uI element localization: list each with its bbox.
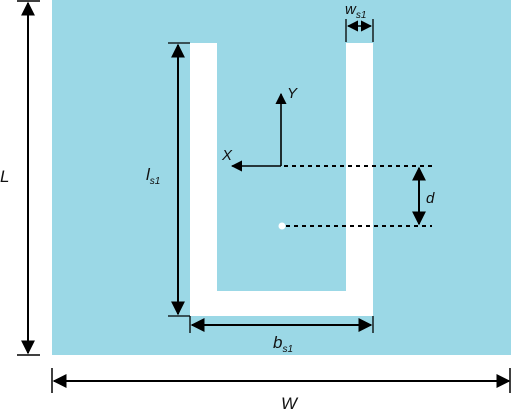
label-bs1: bs1	[273, 333, 293, 355]
label-l: L	[0, 167, 9, 186]
label-ws1: ws1	[345, 1, 366, 21]
label-y-axis: Y	[287, 85, 298, 102]
feed-point	[278, 222, 286, 230]
label-x-axis: X	[221, 147, 233, 164]
u-slot	[190, 43, 373, 316]
label-d: d	[426, 190, 435, 207]
label-ls1: ls1	[146, 165, 160, 187]
label-w: W	[281, 394, 299, 413]
